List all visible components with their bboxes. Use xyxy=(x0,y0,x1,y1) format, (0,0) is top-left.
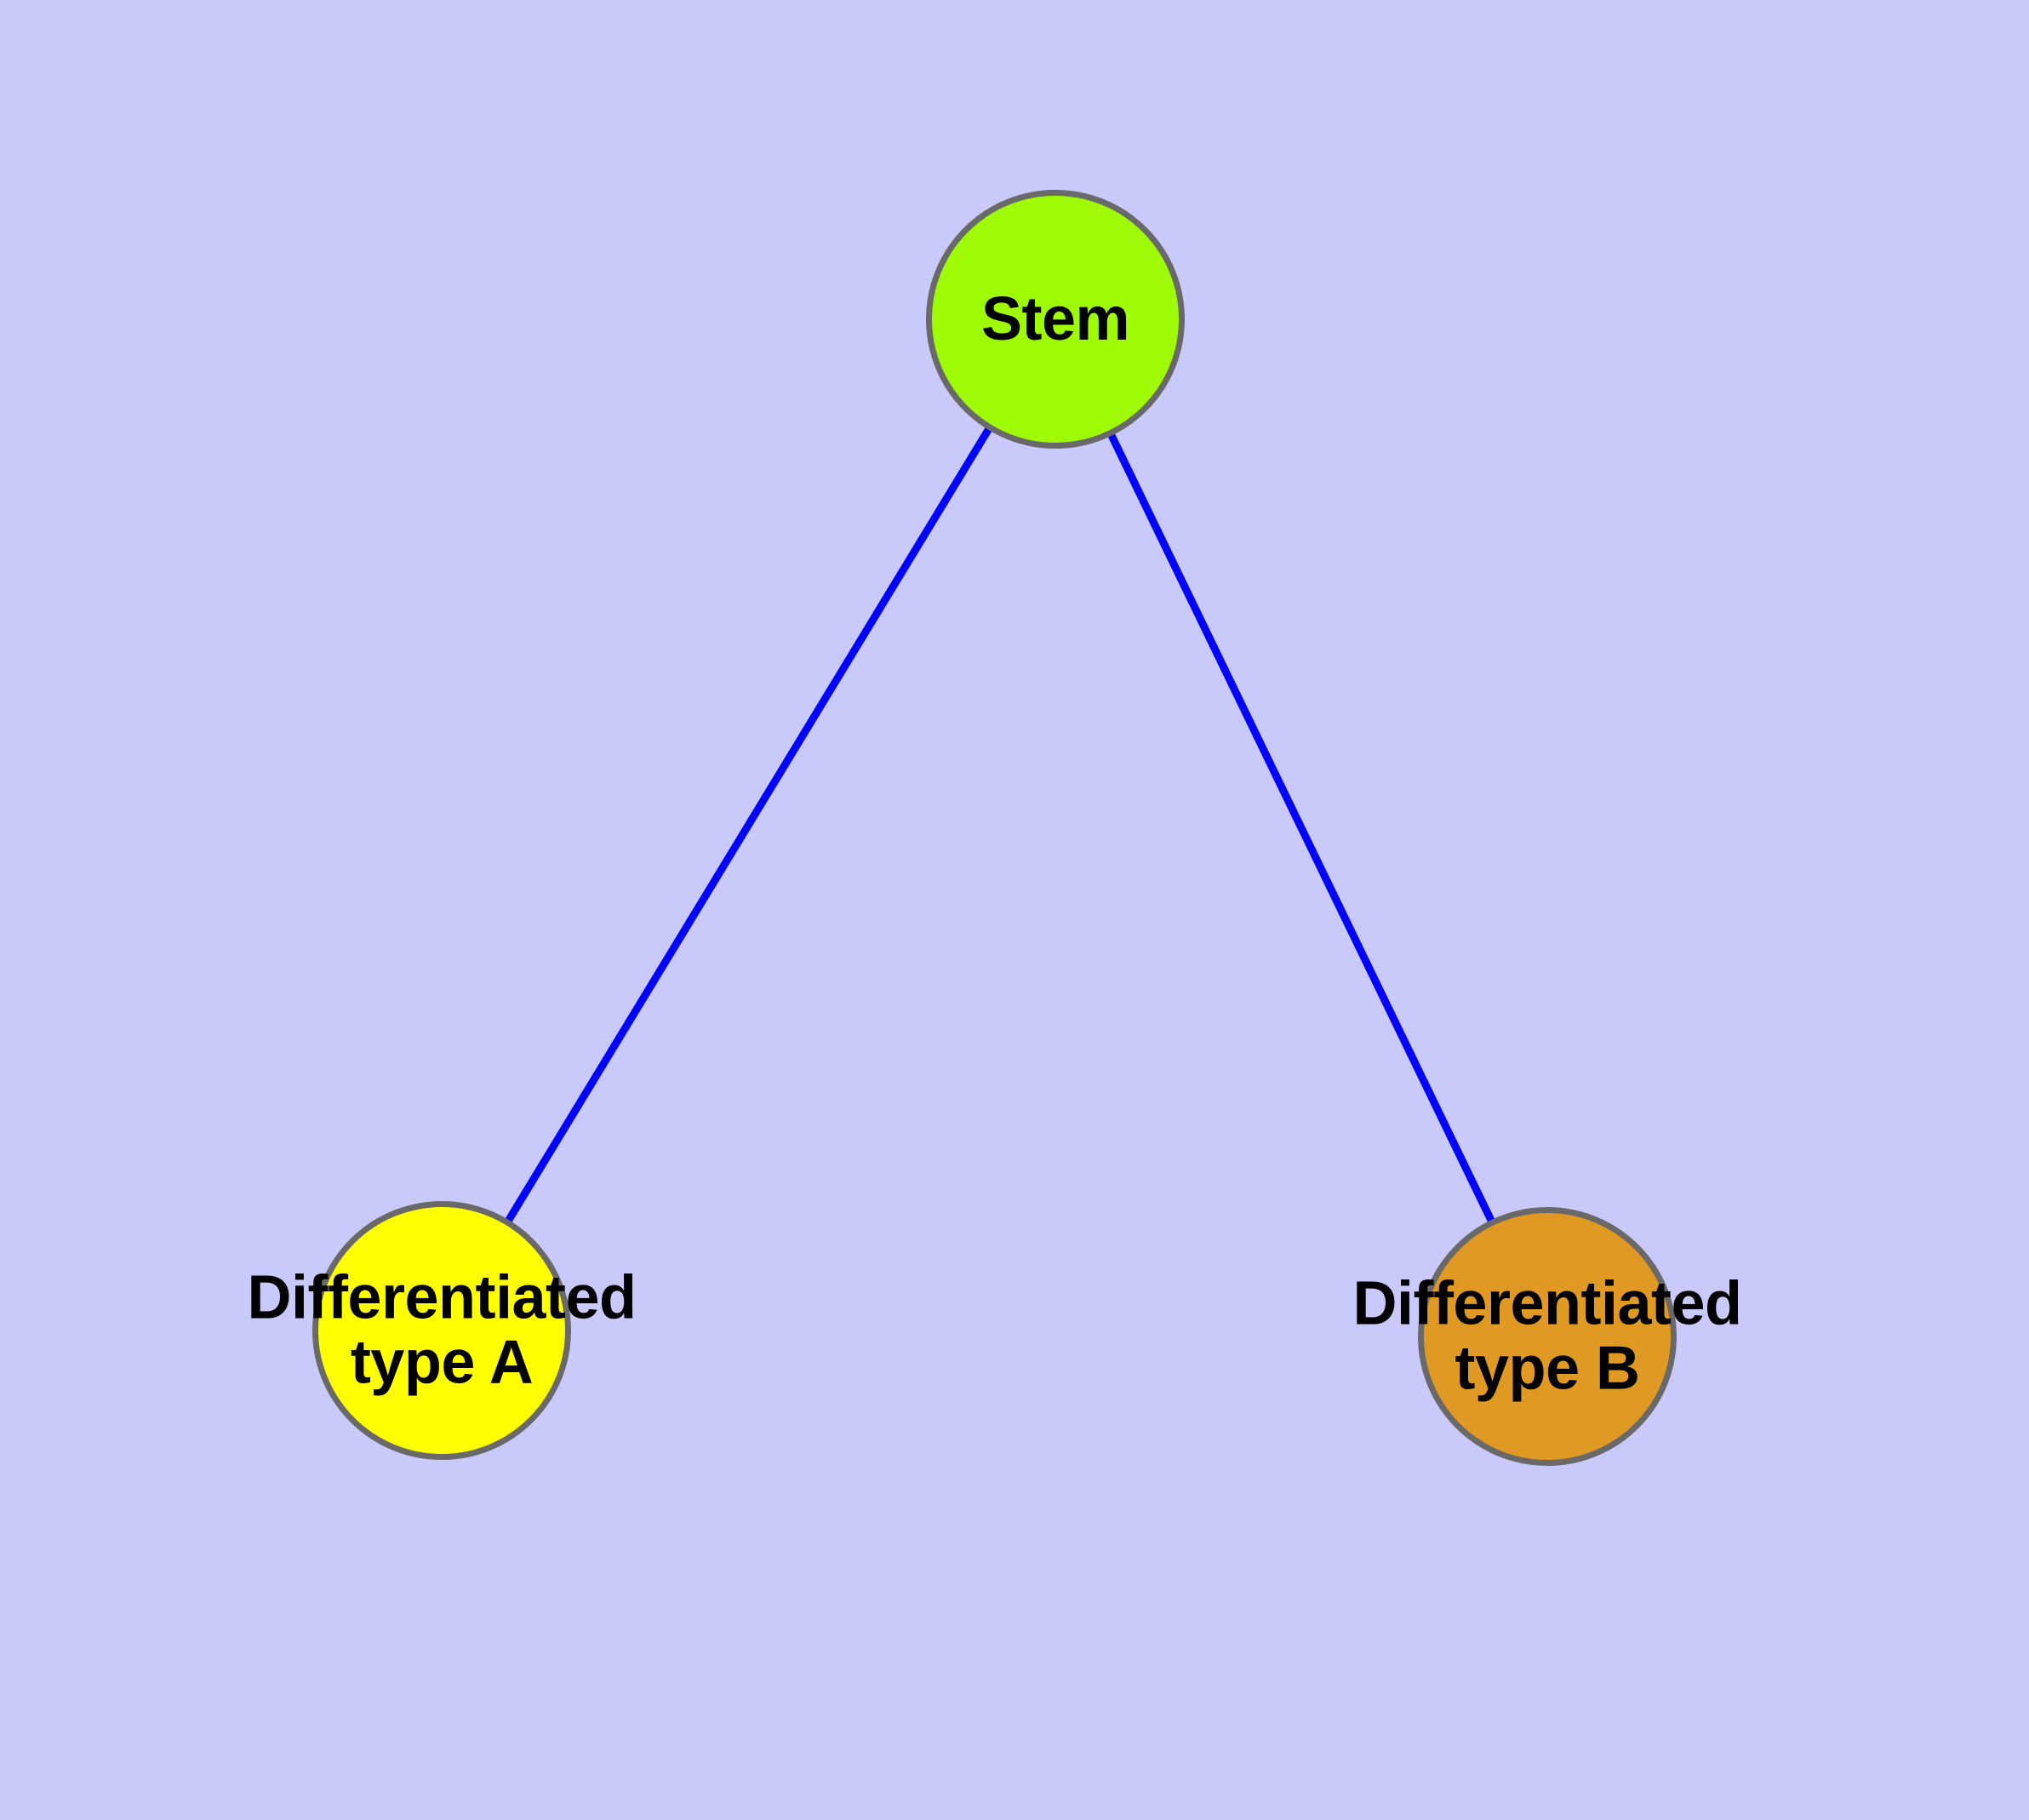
node-differentiated-type-a[interactable] xyxy=(312,1201,571,1460)
edge-stem-to-diff-b[interactable] xyxy=(1051,318,1552,1338)
node-stem[interactable] xyxy=(926,190,1185,449)
edge-stem-to-diff-a[interactable] xyxy=(438,317,1059,1333)
node-differentiated-type-b[interactable] xyxy=(1418,1207,1677,1466)
